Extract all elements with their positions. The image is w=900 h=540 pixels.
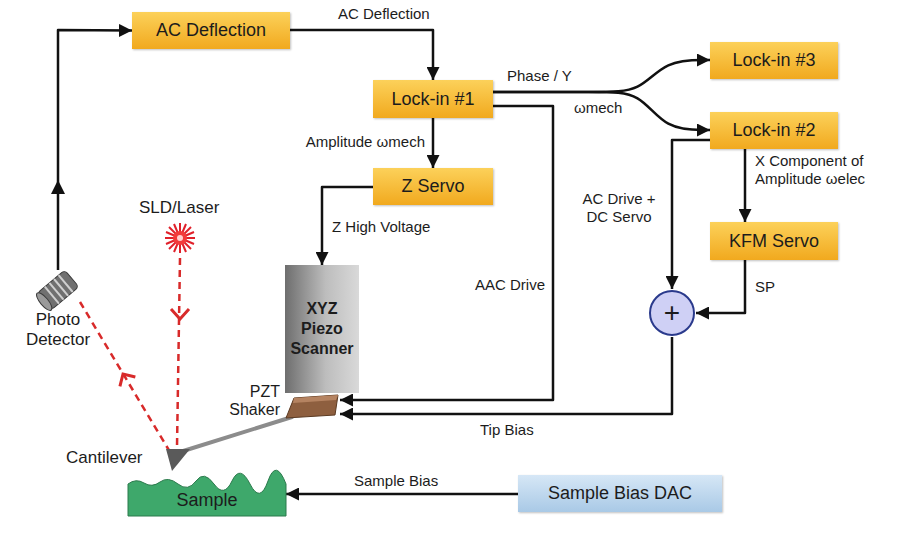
node-text: +	[664, 297, 680, 329]
connector	[672, 140, 710, 289]
lock-in-box: Lock-in #1	[373, 80, 493, 118]
signal-label: X Component of Amplitude ωelec	[753, 152, 895, 188]
dac-box: Sample Bias DAC	[518, 475, 722, 512]
signal-label: SP	[753, 278, 777, 296]
photo-detector: Photo Detector	[8, 270, 108, 349]
laser-source	[165, 223, 195, 253]
node-text: Sample	[176, 490, 237, 511]
part-label: SLD/Laser	[137, 198, 221, 218]
signal-label: AC Deflection	[336, 5, 432, 23]
connector	[58, 30, 132, 270]
servo-box: Z Servo	[373, 168, 493, 205]
node-text: Lock-in #2	[732, 120, 815, 141]
connector	[290, 30, 433, 80]
connector	[340, 337, 672, 414]
process-box: AC Deflection	[132, 12, 290, 49]
beam-chevron	[115, 369, 135, 386]
node-text: XYZ Piezo Scanner	[288, 299, 356, 359]
connector	[286, 493, 518, 496]
pzt-shaker: PZT Shaker	[218, 382, 340, 420]
signal-label: ωmech	[572, 99, 624, 117]
signal-label: Phase / Y	[505, 67, 574, 85]
lock-in-box: Lock-in #2	[710, 112, 838, 149]
signal-label: Sample Bias	[352, 472, 440, 490]
beam-chevron	[171, 309, 189, 319]
summing-junction: +	[648, 289, 696, 337]
node-text: AC Deflection	[156, 20, 266, 41]
signal-label: AAC Drive	[473, 276, 547, 294]
node-text: Z Servo	[401, 176, 464, 197]
signal-label: AC Drive + DC Servo	[573, 190, 665, 226]
node-text: Sample Bias DAC	[548, 483, 692, 504]
node-text: PZT Shaker	[218, 382, 280, 418]
cantilever-tip	[166, 449, 190, 471]
lock-in-box: Lock-in #3	[710, 42, 838, 79]
connector	[493, 60, 710, 92]
connector	[493, 92, 710, 130]
connector	[696, 260, 745, 313]
servo-box: KFM Servo	[710, 222, 838, 260]
signal-label: Amplitude ωmech	[304, 133, 427, 151]
laser-beam	[177, 258, 180, 447]
detector-icon	[8, 270, 108, 310]
node-text: KFM Servo	[729, 231, 819, 252]
node-text: Lock-in #1	[391, 89, 474, 110]
signal-label: Tip Bias	[478, 421, 536, 439]
piezo-scanner: XYZ Piezo Scanner	[285, 265, 359, 393]
connector	[432, 118, 435, 168]
node-text: Lock-in #3	[732, 50, 815, 71]
part-label: Cantilever	[64, 448, 145, 468]
cantilever-beam	[180, 417, 292, 452]
node-text: Photo Detector	[26, 310, 90, 349]
reflected-beam	[80, 302, 170, 452]
sample-block: Sample	[128, 478, 286, 516]
signal-label: Z High Voltage	[330, 218, 432, 236]
connector	[744, 149, 747, 222]
